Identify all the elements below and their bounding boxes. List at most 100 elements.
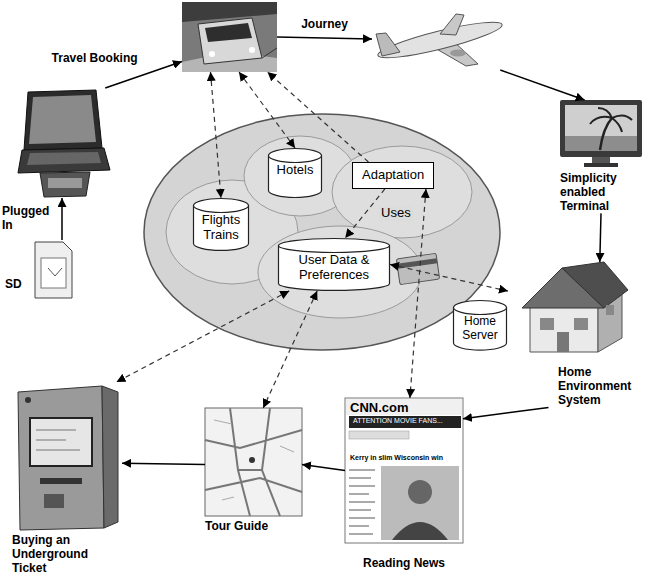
cloud-region-part [258, 226, 422, 318]
picture-space [560, 100, 642, 168]
data-link [211, 72, 222, 198]
laptop-picture-part [18, 148, 110, 173]
data-link [390, 264, 508, 291]
plane-picture-part [376, 16, 505, 64]
stage-label: Buying an Underground Ticket [12, 534, 122, 575]
flow-arrow [600, 213, 601, 262]
news-page-picture-part [349, 416, 461, 428]
map-picture-part [214, 420, 294, 500]
database-label: Home Server [456, 315, 504, 343]
news-page-picture-part [349, 470, 375, 534]
site-name: CNN.com [350, 401, 409, 416]
stage-label: Tour Guide [205, 520, 302, 534]
train-picture-part [198, 18, 262, 64]
terminal-picture-part [565, 105, 637, 151]
terminal-picture-part [590, 108, 632, 132]
process-box: Adaptation [352, 162, 434, 189]
data-link [239, 72, 295, 148]
house-picture-part [562, 262, 628, 308]
cloud-region-part [332, 146, 472, 238]
train-picture-part [182, 2, 277, 22]
plane-picture [376, 14, 505, 66]
flow-arrow [61, 198, 63, 240]
kiosk-picture-part [36, 430, 80, 450]
house-picture-part [574, 318, 588, 330]
train-picture-part [209, 51, 215, 57]
banner-text: ATTENTION MOVIE FANS... [353, 416, 443, 426]
news-page-node: CNN.comATTENTION MOVIE FANS... Kerry in s… [345, 398, 463, 571]
kiosk-picture-part [25, 397, 31, 403]
house-picture-part [540, 318, 554, 330]
kiosk-picture [18, 386, 118, 530]
laptop-picture-part [27, 152, 101, 165]
database-cylinder: Hotels [268, 148, 322, 198]
map-picture-part [249, 457, 255, 463]
edge-label: Travel Booking [50, 52, 140, 66]
flow-arrow [500, 70, 584, 100]
plane-picture-part [450, 50, 466, 57]
picture-space [182, 2, 277, 72]
database-cylinder: Home Server [453, 300, 507, 351]
laptop-picture-part [48, 178, 82, 188]
terminal-picture-part [560, 100, 642, 157]
news-page-picture-part [381, 466, 459, 540]
house-picture-part [606, 305, 614, 315]
train-picture-part [249, 47, 255, 53]
edge-label: Journey [299, 18, 350, 32]
stage-label: SD [5, 278, 22, 292]
database-cylinder: Flights Trains [193, 198, 249, 251]
edge-label: Uses [379, 206, 413, 221]
news-page-picture-part [392, 522, 448, 540]
stage-label: Reading News [345, 557, 463, 571]
flow-arrow [302, 465, 345, 471]
kiosk-node: Buying an Underground Ticket [12, 382, 122, 575]
laptop-picture-part [29, 95, 96, 144]
headline: Kerry in slim Wisconsin win [350, 453, 443, 463]
train-picture-part [182, 2, 277, 72]
flow-arrow [277, 37, 372, 39]
picture-space [372, 8, 507, 70]
stage-label: Simplicity enabled Terminal [560, 172, 642, 213]
terminal-picture-part [584, 163, 618, 167]
picture-space [15, 88, 110, 198]
terminal-picture-part [592, 157, 610, 163]
laptop-node [15, 88, 110, 198]
data-link [263, 291, 317, 408]
database-label: User Data & Preferences [281, 253, 387, 283]
cloud-region [144, 114, 500, 350]
database-label: Hotels [271, 163, 319, 178]
credit-card-picture-part [396, 253, 439, 284]
cylinder-top [194, 199, 249, 213]
news-page-picture [345, 398, 463, 543]
plane-picture-part [440, 14, 464, 35]
cloud-region-part [144, 114, 500, 350]
edge-label: Plugged In [0, 205, 56, 233]
terminal-picture [560, 100, 642, 167]
sd-card-picture-part [48, 268, 62, 276]
stage-label: Home Environment System [558, 366, 643, 407]
train-picture-part [262, 48, 277, 58]
cylinder-top [269, 149, 322, 163]
map-picture-part [205, 408, 302, 516]
news-page-picture-part [345, 398, 463, 543]
process-label: Adaptation [362, 168, 424, 183]
train-picture [182, 2, 277, 72]
kiosk-picture-part [44, 494, 64, 508]
map-picture [205, 408, 302, 516]
train-picture-part [205, 23, 252, 42]
terminal-node: Simplicity enabled Terminal [560, 100, 642, 213]
sd-card-picture-part [35, 242, 72, 298]
cylinder-top [279, 239, 390, 253]
plane-picture-part [376, 33, 400, 56]
house-picture [522, 262, 628, 352]
flow-arrow [463, 407, 549, 418]
picture-space [205, 408, 302, 516]
kiosk-picture-part [18, 386, 104, 530]
sd-card-picture [35, 242, 72, 298]
credit-card-picture [396, 253, 439, 284]
map-node: Tour Guide [205, 408, 302, 534]
picture-space [508, 262, 643, 362]
cylinder-top [454, 301, 507, 315]
